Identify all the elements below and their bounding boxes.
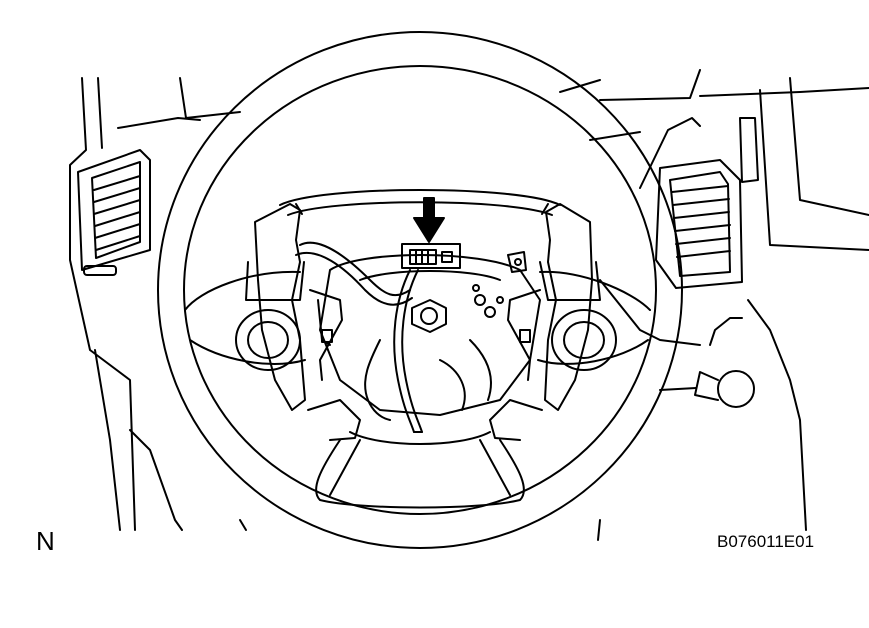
dashboard-lines bbox=[69, 69, 869, 531]
view-letter: N bbox=[36, 526, 55, 556]
right-bracket bbox=[489, 203, 593, 441]
airbag-connector bbox=[401, 243, 461, 269]
right-spoke bbox=[537, 261, 651, 371]
steering-wheel-rim bbox=[157, 31, 683, 549]
down-arrow-icon bbox=[413, 197, 445, 243]
left-bracket bbox=[254, 203, 361, 441]
wire-harness bbox=[295, 241, 492, 433]
upper-hub bbox=[279, 189, 561, 216]
bottom-spoke bbox=[315, 431, 525, 509]
center-hub bbox=[319, 251, 541, 416]
left-spoke bbox=[184, 261, 306, 371]
lower-panel-lines bbox=[239, 519, 601, 541]
right-air-vent bbox=[655, 159, 743, 289]
left-air-vent bbox=[77, 149, 151, 276]
figure-id: B076011E01 bbox=[717, 532, 815, 551]
